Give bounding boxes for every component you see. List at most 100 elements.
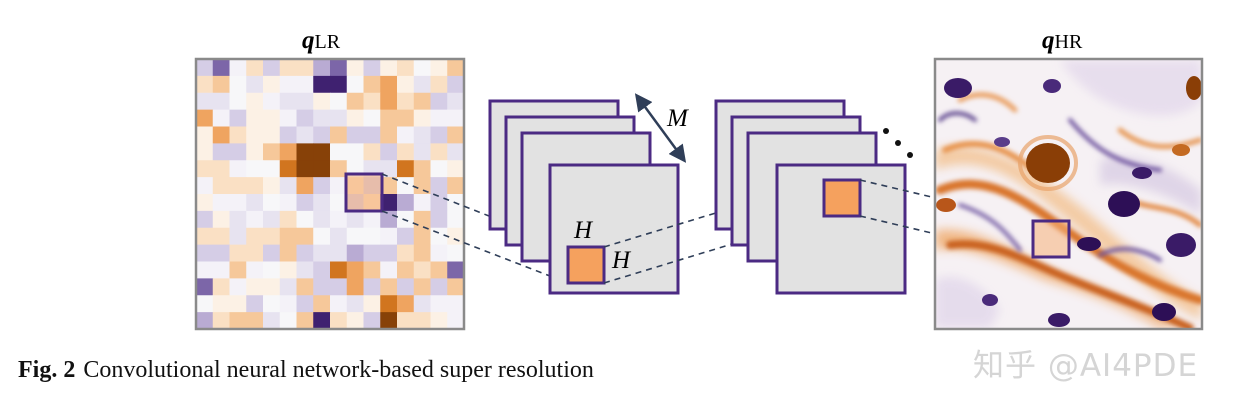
lr-pixel — [397, 92, 415, 111]
lr-pixel — [380, 312, 398, 330]
lr-pixel — [279, 75, 297, 94]
high-resolution-output-panel: qHR — [933, 27, 1204, 331]
lr-pixel — [263, 312, 281, 330]
conv-layer-1-stack: H H M — [488, 93, 689, 295]
lr-pixel — [279, 109, 297, 128]
lr-pixel — [313, 143, 331, 161]
figure-caption: Fig. 2 Convolutional neural network-based… — [18, 357, 594, 384]
lr-pixel — [430, 109, 448, 128]
output-kernel-window — [1031, 219, 1071, 259]
lr-pixel — [313, 109, 331, 128]
lr-pixel — [196, 261, 214, 279]
lr-pixel — [447, 261, 465, 279]
figure-number: Fig. 2 — [18, 357, 76, 383]
lr-pixel — [229, 75, 247, 94]
lr-pixel — [447, 227, 465, 246]
lr-pixel — [279, 295, 297, 313]
lr-pixel — [447, 295, 465, 313]
lr-pixel — [380, 59, 398, 77]
lr-pixel — [363, 244, 381, 263]
lr-pixel — [430, 75, 448, 94]
lr-pixel — [246, 177, 264, 195]
lr-pixel — [447, 177, 465, 195]
lr-pixel — [397, 278, 415, 296]
lr-pixel — [363, 59, 381, 77]
lr-pixel — [397, 143, 415, 161]
vortices — [936, 76, 1201, 327]
lr-pixel — [413, 261, 431, 279]
lr-pixel — [413, 210, 431, 229]
lr-pixel — [330, 92, 348, 111]
lr-pixel — [430, 244, 448, 263]
lr-pixel — [296, 210, 314, 229]
watermark: 知乎 @AI4PDE — [973, 348, 1199, 384]
lr-pixel — [229, 244, 247, 263]
lr-pixel — [330, 312, 348, 330]
lr-pixel — [296, 143, 314, 161]
lr-pixel — [246, 261, 264, 279]
lr-pixel — [430, 143, 448, 161]
lr-pixel — [229, 312, 247, 330]
lr-pixel — [196, 109, 214, 128]
lr-pixel — [430, 261, 448, 279]
channel-arrow — [634, 93, 687, 163]
lr-pixel — [263, 92, 281, 111]
lr-pixel — [413, 75, 431, 94]
lr-pixel — [397, 126, 415, 144]
lr-pixel — [346, 210, 364, 229]
low-resolution-input-panel: qLR — [194, 27, 466, 331]
lr-pixel — [246, 227, 264, 246]
low-resolution-frame — [194, 57, 466, 331]
lr-pixel — [413, 244, 431, 263]
lr-pixel — [246, 160, 264, 178]
lr-pixel — [313, 312, 331, 330]
lr-pixel — [212, 210, 230, 229]
lr-pixel — [263, 261, 281, 279]
lr-pixel — [313, 92, 331, 111]
lr-pixel — [279, 59, 297, 77]
lr-pixel — [313, 261, 331, 279]
lr-pixel — [363, 295, 381, 313]
lr-pixel — [330, 109, 348, 128]
lr-pixel — [196, 177, 214, 195]
lr-pixel — [363, 312, 381, 330]
lr-pixel — [313, 177, 331, 195]
figure-caption-text: Convolutional neural network-based super… — [83, 357, 594, 383]
lr-pixel — [447, 126, 465, 144]
lr-pixel — [413, 312, 431, 330]
lr-pixel — [413, 177, 431, 195]
lr-pixel — [196, 210, 214, 229]
lr-pixel — [212, 109, 230, 128]
lr-pixel — [380, 160, 398, 178]
lr-pixel — [196, 92, 214, 111]
lr-pixel — [447, 75, 465, 94]
lr-pixel — [363, 109, 381, 128]
channel-label: M — [666, 105, 689, 132]
lr-pixel — [229, 227, 247, 246]
lr-pixel — [196, 126, 214, 144]
lr-pixel — [397, 312, 415, 330]
lr-pixel — [346, 312, 364, 330]
lr-pixel — [263, 59, 281, 77]
lr-pixel — [330, 261, 348, 279]
lr-pixel — [212, 75, 230, 94]
lr-pixel — [330, 126, 348, 144]
lr-pixel — [279, 227, 297, 246]
lr-pixel — [413, 160, 431, 178]
lr-pixel — [430, 312, 448, 330]
lr-pixel — [430, 126, 448, 144]
lr-pixel — [413, 227, 431, 246]
lr-pixel — [447, 210, 465, 229]
lr-pixel — [229, 59, 247, 77]
lr-pixel — [330, 227, 348, 246]
lr-pixel — [263, 194, 281, 212]
lr-pixel — [346, 59, 364, 77]
lr-pixel — [430, 295, 448, 313]
lr-pixel — [330, 75, 348, 94]
lr-pixel — [363, 261, 381, 279]
lr-pixel — [380, 194, 398, 212]
lr-pixel — [346, 278, 364, 296]
lr-pixel — [196, 227, 214, 246]
lr-pixel — [363, 126, 381, 144]
lr-pixel — [279, 278, 297, 296]
